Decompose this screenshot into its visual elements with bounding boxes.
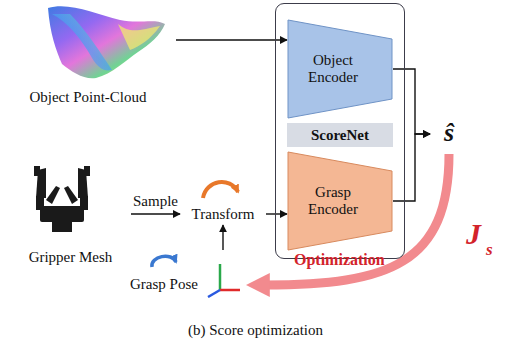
connector-arrow <box>266 213 287 214</box>
axis-x <box>220 289 240 292</box>
rotation-icon <box>152 256 176 267</box>
encoder-trapezoid: Grasp Encoder <box>287 151 393 251</box>
trapezoid-outline <box>288 152 392 250</box>
grasp-pose-node: Grasp Pose <box>128 250 245 298</box>
encoder-trapezoid: Object Encoder <box>287 19 393 119</box>
picture-node: Gripper Mesh <box>10 160 131 266</box>
grasp-pose-label: Grasp Pose <box>130 276 198 293</box>
scorenet-box: ScoreNet Object EncoderGrasp Encoder <box>275 3 405 259</box>
encoder-label: Grasp Encoder <box>294 184 372 218</box>
picture-label: Gripper Mesh <box>10 249 131 266</box>
transform-icon <box>203 182 238 198</box>
gripper-picture <box>34 166 90 232</box>
picture-label: Object Point-Cloud <box>0 89 176 106</box>
optimization-label: Optimization <box>294 251 385 268</box>
connector-arrow <box>222 225 223 250</box>
objective-subscript: s <box>486 240 493 259</box>
point-cloud-picture <box>48 6 165 78</box>
picture-node: Object Point-Cloud <box>0 0 176 106</box>
axis-z <box>208 290 220 297</box>
transform-node: Transform <box>180 203 266 225</box>
score-output: ŝ <box>430 116 468 152</box>
connector-arrow <box>176 39 287 40</box>
connector-arrow <box>393 134 430 201</box>
figure-caption: (b) Score optimization <box>0 322 511 339</box>
connector-arrow <box>131 213 180 214</box>
trapezoid-outline <box>288 20 392 118</box>
objective-symbol: J <box>466 218 481 250</box>
connector-arrow <box>393 69 430 134</box>
transform-label: Transform <box>180 203 266 225</box>
encoder-label: Object Encoder <box>294 52 372 86</box>
axis-y <box>219 264 222 290</box>
edge-label: Sample <box>133 193 178 210</box>
score-symbol: ŝ <box>430 116 468 150</box>
scorenet-band: ScoreNet <box>287 123 393 147</box>
